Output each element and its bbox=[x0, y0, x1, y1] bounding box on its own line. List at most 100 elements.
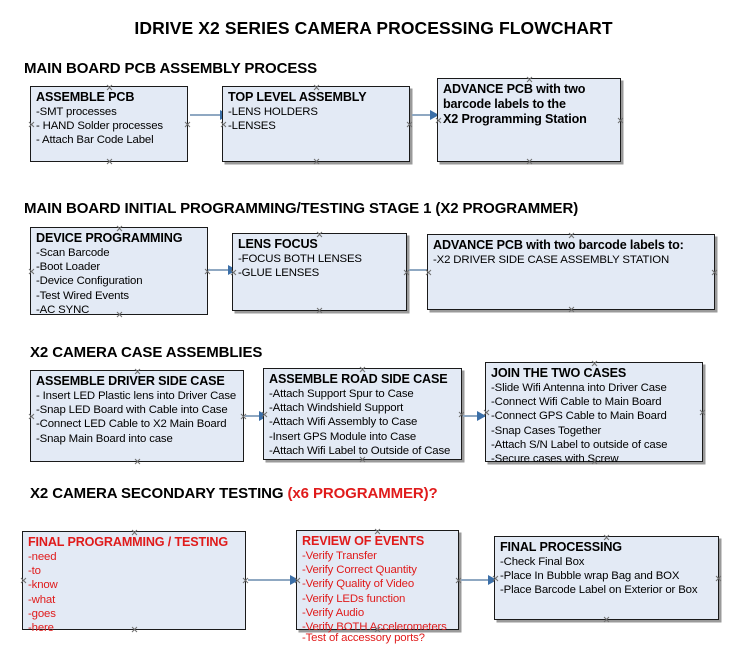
node-advance-pcb-programming-station[interactable]: ADVANCE PCB with two barcode labels to t… bbox=[437, 78, 621, 162]
arrow-review-to-final-processing bbox=[461, 575, 497, 585]
node-header: ADVANCE PCB with two barcode labels to: bbox=[433, 238, 684, 252]
arrow-shaft bbox=[463, 415, 485, 417]
section-heading-text: X2 CAMERA CASE ASSEMBLIES bbox=[30, 344, 263, 361]
connection-handle-bottom[interactable] bbox=[603, 616, 610, 623]
arrow-shaft bbox=[461, 579, 496, 581]
node-header: ASSEMBLE ROAD SIDE CASE bbox=[269, 372, 448, 386]
node-header: DEVICE PROGRAMMING bbox=[36, 231, 183, 245]
node-line: -Verify Audio bbox=[302, 606, 364, 619]
node-line: -Boot Loader bbox=[36, 261, 101, 274]
connection-handle-right[interactable] bbox=[699, 409, 706, 416]
node-header: REVIEW OF EVENTS bbox=[302, 534, 425, 548]
connection-handle-bottom[interactable] bbox=[106, 158, 113, 165]
section-heading-secondary-testing: X2 CAMERA SECONDARY TESTING (x6 PROGRAMM… bbox=[30, 485, 438, 502]
node-line: -Verify Correct Quantity bbox=[302, 564, 417, 577]
arrow-head bbox=[290, 575, 299, 585]
connection-handle-right[interactable] bbox=[715, 575, 722, 582]
page-title: IDRIVE X2 SERIES CAMERA PROCESSING FLOWC… bbox=[134, 18, 613, 38]
node-line: -Attach Wifi Assembly to Case bbox=[269, 416, 418, 429]
node-line: -Attach S/N Label to outside of case bbox=[491, 438, 668, 451]
node-line: -goes bbox=[28, 607, 56, 620]
node-line: -Place Barcode Label on Exterior or Box bbox=[500, 584, 698, 597]
node-line: -Verify BOTH Accelerometers bbox=[302, 621, 447, 634]
node-line: -LENS HOLDERS bbox=[228, 106, 318, 118]
node-line: -Insert GPS Module into Case bbox=[269, 430, 417, 443]
node-header: LENS FOCUS bbox=[238, 237, 318, 251]
connection-handle-bottom[interactable] bbox=[134, 458, 141, 465]
node-assemble-pcb[interactable]: ASSEMBLE PCB -SMT processes - HAND Solde… bbox=[30, 86, 188, 162]
node-device-programming[interactable]: DEVICE PROGRAMMING -Scan Barcode -Boot L… bbox=[28, 227, 208, 316]
node-line: -Secure cases with Screw bbox=[491, 453, 619, 466]
connection-handle-left[interactable] bbox=[28, 413, 35, 420]
node-advance-pcb-driver-station[interactable]: ADVANCE PCB with two barcode labels to: … bbox=[427, 234, 715, 310]
connection-handle-right[interactable] bbox=[711, 269, 718, 276]
arrow-shaft bbox=[409, 269, 437, 271]
node-header: ASSEMBLE PCB bbox=[36, 90, 135, 104]
section-heading-text: X2 CAMERA SECONDARY TESTING bbox=[30, 485, 288, 502]
node-assemble-driver-side-case[interactable]: ASSEMBLE DRIVER SIDE CASE - Insert LED P… bbox=[30, 370, 244, 462]
node-line: - Insert LED Plastic lens into Driver Ca… bbox=[36, 390, 237, 402]
node-header: FINAL PROCESSING bbox=[500, 540, 622, 554]
node-header-line2: barcode labels to the bbox=[443, 97, 566, 111]
arrow-final-programming-to-review bbox=[248, 575, 299, 585]
node-review-of-events[interactable]: REVIEW OF EVENTS -Verify Transfer -Verif… bbox=[296, 530, 459, 644]
connection-handle-bottom[interactable] bbox=[316, 307, 323, 314]
node-lens-focus[interactable]: LENS FOCUS -FOCUS BOTH LENSES -GLUE LENS… bbox=[232, 233, 407, 311]
arrow-shaft bbox=[245, 415, 267, 417]
node-header-line3: X2 Programming Station bbox=[443, 112, 587, 126]
connection-handle-right[interactable] bbox=[617, 117, 624, 124]
node-line: -Test Wired Events bbox=[36, 289, 129, 302]
node-assemble-road-side-case[interactable]: ASSEMBLE ROAD SIDE CASE -Attach Support … bbox=[263, 368, 462, 460]
node-line: -Check Final Box bbox=[500, 556, 585, 568]
node-line: -Place In Bubble wrap Bag and BOX bbox=[500, 570, 680, 583]
section-heading-case-assemblies: X2 CAMERA CASE ASSEMBLIES bbox=[30, 344, 262, 361]
node-join-the-two-cases[interactable]: JOIN THE TWO CASES -Slide Wifi Antenna i… bbox=[485, 362, 706, 465]
arrow-head bbox=[477, 411, 486, 421]
node-line: -Attach Support Spur to Case bbox=[269, 388, 414, 400]
node-line: -GLUE LENSES bbox=[238, 267, 320, 280]
node-final-processing[interactable]: FINAL PROCESSING -Check Final Box -Place… bbox=[494, 536, 719, 620]
connection-handle-right[interactable] bbox=[184, 121, 191, 128]
node-line: -know bbox=[28, 579, 58, 592]
node-line: -Slide Wifi Antenna into Driver Case bbox=[491, 382, 667, 394]
node-line: -Connect GPS Cable to Main Board bbox=[491, 410, 667, 423]
arrow-road-case-to-join bbox=[463, 411, 486, 421]
arrow-shaft bbox=[248, 579, 298, 581]
connection-handle-bottom[interactable] bbox=[568, 306, 575, 313]
connection-handle-left[interactable] bbox=[28, 121, 35, 128]
node-line: - Attach Bar Code Label bbox=[36, 134, 154, 147]
connection-handle-bottom[interactable] bbox=[526, 158, 533, 165]
node-line: -AC SYNC bbox=[36, 303, 90, 316]
node-line: -what bbox=[28, 593, 56, 606]
node-header: ADVANCE PCB with two bbox=[443, 82, 586, 96]
section-heading-text: MAIN BOARD INITIAL PROGRAMMING/TESTING S… bbox=[24, 200, 579, 217]
node-line: -Attach Windshield Support bbox=[269, 402, 404, 415]
node-top-level-assembly[interactable]: TOP LEVEL ASSEMBLY -LENS HOLDERS -LENSES bbox=[222, 86, 410, 162]
arrow-head bbox=[430, 110, 439, 120]
arrow-top-level-to-advance bbox=[412, 110, 439, 120]
connection-handle-left[interactable] bbox=[20, 577, 27, 584]
connection-handle-left[interactable] bbox=[28, 268, 35, 275]
node-line: -here bbox=[28, 622, 54, 635]
node-line: -FOCUS BOTH LENSES bbox=[238, 253, 362, 265]
node-line: -X2 DRIVER SIDE CASE ASSEMBLY STATION bbox=[433, 254, 670, 266]
node-line: -SMT processes bbox=[36, 106, 117, 118]
connection-handle-bottom[interactable] bbox=[313, 158, 320, 165]
node-line: -Snap Cases Together bbox=[491, 424, 602, 437]
node-line: -LENSES bbox=[228, 120, 276, 133]
node-line: - HAND Solder processes bbox=[36, 120, 163, 133]
section-heading-pcb-assembly: MAIN BOARD PCB ASSEMBLY PROCESS bbox=[24, 60, 317, 77]
node-line: -Snap Main Board into case bbox=[36, 432, 173, 445]
node-line: -Verify LEDs function bbox=[302, 592, 406, 605]
connection-handle-right[interactable] bbox=[406, 121, 413, 128]
arrow-head bbox=[488, 575, 497, 585]
node-line: -Device Configuration bbox=[36, 275, 143, 288]
connection-handle-left[interactable] bbox=[220, 121, 227, 128]
node-line: -to bbox=[28, 565, 41, 578]
section-heading-initial-programming: MAIN BOARD INITIAL PROGRAMMING/TESTING S… bbox=[24, 200, 578, 217]
node-final-programming-testing[interactable]: FINAL PROGRAMMING / TESTING -need -to -k… bbox=[20, 531, 246, 634]
section-heading-text: MAIN BOARD PCB ASSEMBLY PROCESS bbox=[24, 60, 318, 77]
node-overflow-line: -Test of accessory ports? bbox=[302, 632, 425, 644]
node-header: JOIN THE TWO CASES bbox=[491, 366, 627, 380]
